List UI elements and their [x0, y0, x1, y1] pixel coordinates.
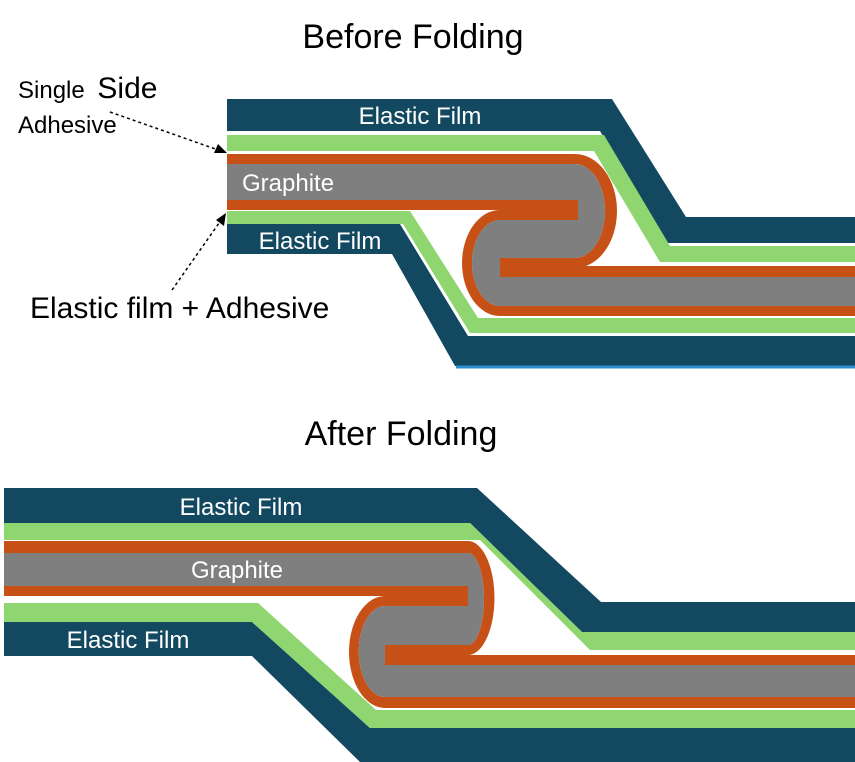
after-bottom-film-label: Elastic Film [67, 627, 190, 654]
before-top-adhesive [227, 135, 855, 262]
before-copper-lower-inner [500, 266, 855, 277]
callout-single-word: Single [18, 77, 85, 104]
before-top-elastic-film [227, 99, 855, 243]
before-bottom-adhesive [227, 211, 855, 333]
after-title: After Folding [305, 415, 498, 453]
callout-single-side-adhesive: Single Side [18, 72, 157, 105]
after-copper-upper-inner [4, 586, 468, 596]
before-graphite-label: Graphite [242, 170, 334, 197]
after-bottom-adhesive [4, 603, 855, 728]
before-folding-diagram: Before Folding Elastic Film Graphite Ela… [18, 18, 855, 369]
after-graphite-body [4, 553, 484, 645]
callout-side-word: Side [97, 72, 157, 105]
after-folding-diagram: After Folding Elastic Film Graphite Elas… [4, 415, 855, 762]
callout-adhesive-word: Adhesive [18, 112, 117, 139]
after-top-film-label: Elastic Film [180, 494, 303, 521]
callout-arrow-single-side [109, 111, 225, 153]
before-top-film-label: Elastic Film [359, 103, 482, 130]
after-graphite-label: Graphite [191, 557, 283, 584]
callout-elastic-film-adhesive: Elastic film + Adhesive [30, 292, 329, 325]
before-graphite-body [227, 164, 605, 258]
after-top-adhesive [4, 523, 855, 650]
after-copper-lower-inner [385, 655, 855, 665]
before-bottom-elastic-film [227, 224, 855, 366]
before-bottom-film-label: Elastic Film [259, 228, 382, 255]
after-top-elastic-film [4, 488, 855, 632]
after-bottom-elastic-film [4, 622, 855, 762]
before-copper-upper-inner [227, 200, 578, 210]
after-graphite-lower-body [358, 606, 855, 697]
after-graphite-right-loop [4, 541, 495, 655]
before-title: Before Folding [302, 18, 523, 56]
before-graphite-lower-strip [500, 277, 855, 306]
callout-arrow-elastic-adhesive [171, 215, 225, 291]
callout-arrowhead-elastic-adhesive [216, 213, 226, 226]
callout-arrowhead-single-side [214, 144, 227, 153]
